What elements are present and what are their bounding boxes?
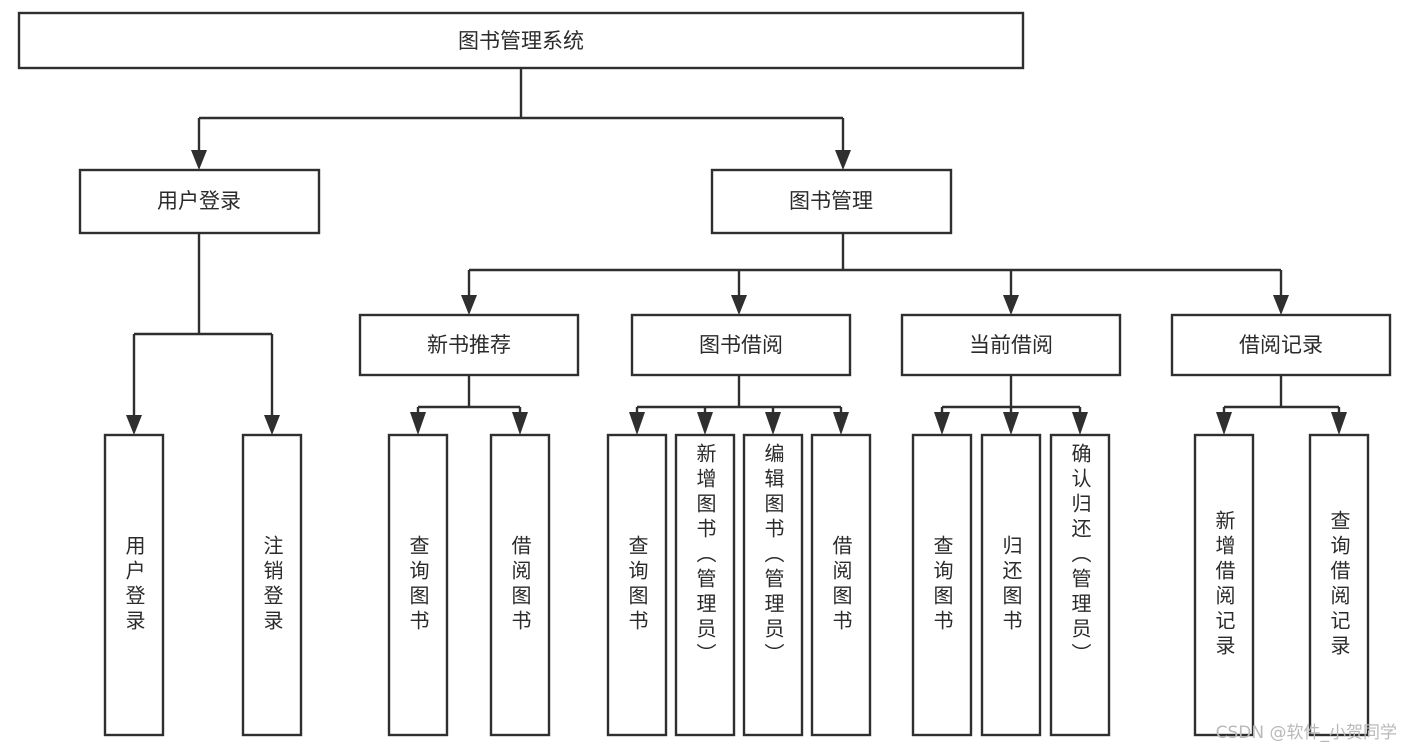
node-root-label: 图书管理系统 [458,29,584,53]
leaf-box-newbook-query[interactable] [387,433,449,737]
connector-currentborrow-to-leaves [934,375,1088,435]
leaf-box-bookborrow-query[interactable] [606,433,668,737]
node-current-borrow[interactable]: 当前借阅 [900,313,1122,377]
leaf-box-currentborrow-confirm[interactable] [1049,433,1111,737]
node-user-login[interactable]: 用户登录 [78,168,321,235]
leaf-box-currentborrow-return[interactable] [980,433,1042,737]
node-new-book-recommend-label: 新书推荐 [427,333,511,357]
leaf-box-newbook-borrow[interactable] [489,433,551,737]
leaf-box-user-login-logout[interactable] [241,433,303,737]
connector-newbook-to-leaves [410,375,528,435]
node-book-borrow-label: 图书借阅 [699,333,783,357]
connector-bookmgmt-to-level3 [461,233,1289,315]
leaf-box-borrowrecord-query[interactable] [1308,433,1370,737]
leaf-box-borrowrecord-add[interactable] [1193,433,1255,737]
node-book-borrow[interactable]: 图书借阅 [630,313,852,377]
leaf-box-bookborrow-add[interactable] [674,433,736,737]
node-book-management-label: 图书管理 [789,189,873,213]
node-current-borrow-label: 当前借阅 [969,333,1053,357]
leaf-box-bookborrow-edit[interactable] [742,433,804,737]
connector-userlogin-to-leaves [126,233,280,435]
leaf-box-currentborrow-query[interactable] [911,433,973,737]
leaf-box-user-login-login[interactable] [103,433,165,737]
leaf-box-bookborrow-borrow[interactable] [810,433,872,737]
node-root[interactable]: 图书管理系统 [17,11,1025,70]
csdn-watermark: CSDN @软件_小贺同学 [1215,723,1397,743]
node-book-management[interactable]: 图书管理 [710,168,953,235]
node-borrow-record[interactable]: 借阅记录 [1170,313,1392,377]
node-new-book-recommend[interactable]: 新书推荐 [358,313,580,377]
connector-bookborrow-to-leaves [629,375,849,435]
node-user-login-label: 用户登录 [157,189,241,213]
node-borrow-record-label: 借阅记录 [1239,333,1323,357]
connector-borrowrecord-to-leaves [1216,375,1347,435]
connector-root-to-level2 [191,68,851,170]
